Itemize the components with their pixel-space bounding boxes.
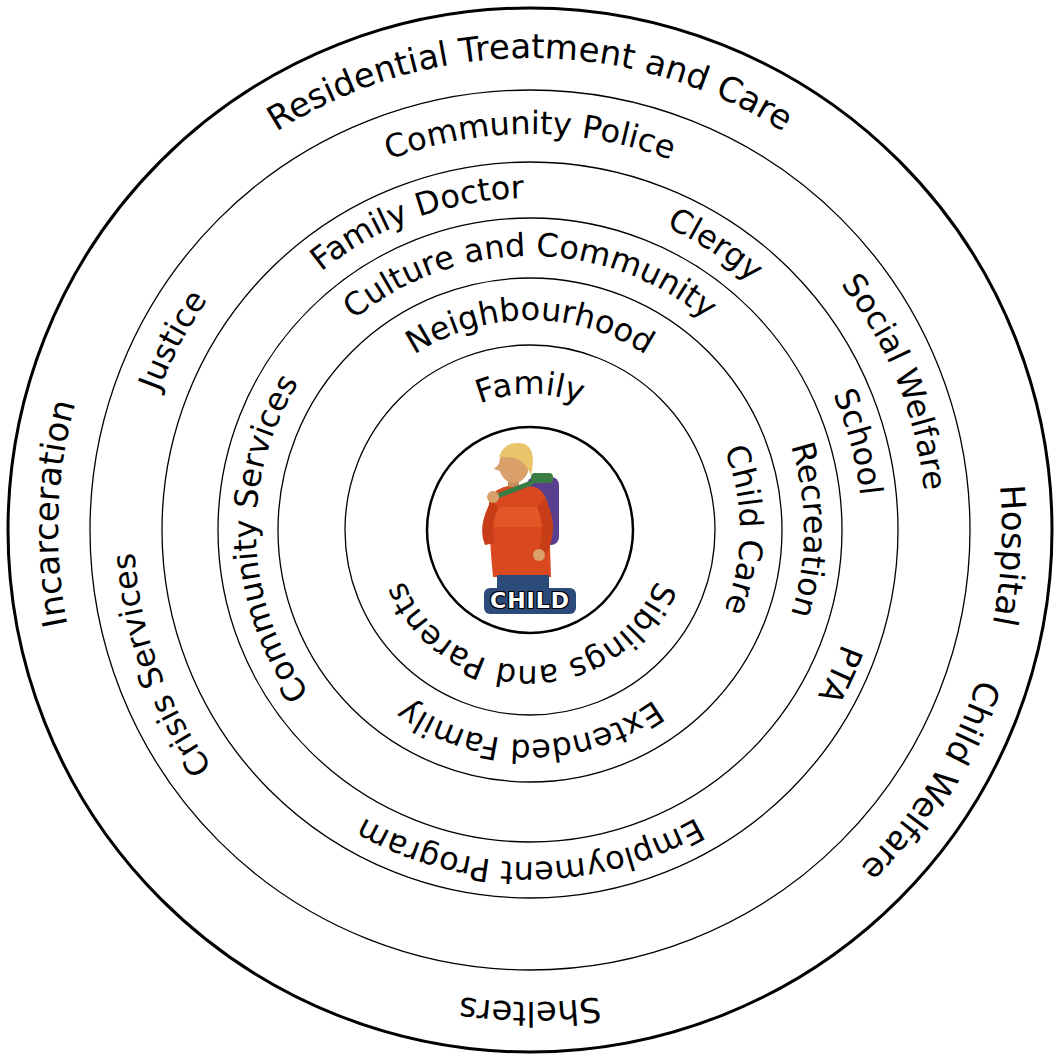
ring-line [218,218,842,842]
ring-label: Siblings and Parents [376,577,683,696]
ring-line [8,8,1052,1052]
center-label: CHILD [484,588,576,614]
ring-line [90,90,970,970]
ring-label: Community Police [379,104,681,167]
ring-outline: Residential Treatment and CareHospitalCh… [8,8,1052,1052]
ring-band: Community PoliceSocial WelfareCrisis Ser… [90,90,970,970]
ring-label: Hospital [985,483,1034,629]
ring-label: Crisis Services [105,552,220,785]
ring-label: Family [470,364,589,411]
ring-outline: Community PoliceSocial WelfareCrisis Ser… [90,90,970,970]
center-circle: CHILD [427,427,633,633]
ring-band: Residential Treatment and CareHospitalCh… [8,8,1052,1052]
ring-label: Incarceration [26,395,83,631]
ring-band: FamilySiblings and ParentsCHILD [345,345,715,715]
ring-line [345,345,715,715]
ring-label: PTA [811,641,870,711]
ring-label: Justice [130,283,214,397]
ring-line [427,427,633,633]
ring-label: Shelters [456,989,603,1034]
ring-outline: NeighbourhoodChild CareExtended Family [278,278,782,782]
ring-band: Family DoctorClergySchoolPTAEmployment P… [162,162,898,898]
ring-label: Child Care [717,440,770,621]
ring-label: Extended Family [389,693,670,770]
ring-line [278,278,782,782]
ring-band: NeighbourhoodChild CareExtended FamilyFa… [278,278,782,782]
ring-band: Culture and CommunityRecreationCommunity… [218,218,842,842]
ring-label: Community Services [226,367,316,710]
ring-outline: Family DoctorClergySchoolPTAEmployment P… [162,162,898,898]
ring-label: Neighbourhood [399,290,662,362]
ring-label: Employment Program [350,811,711,893]
ring-label: Child Welfare [854,676,1008,890]
ring-outline: FamilySiblings and Parents [345,345,715,715]
ring-label: School [826,383,890,497]
ring-line [162,162,898,898]
ring-label: Recreation [783,438,834,623]
